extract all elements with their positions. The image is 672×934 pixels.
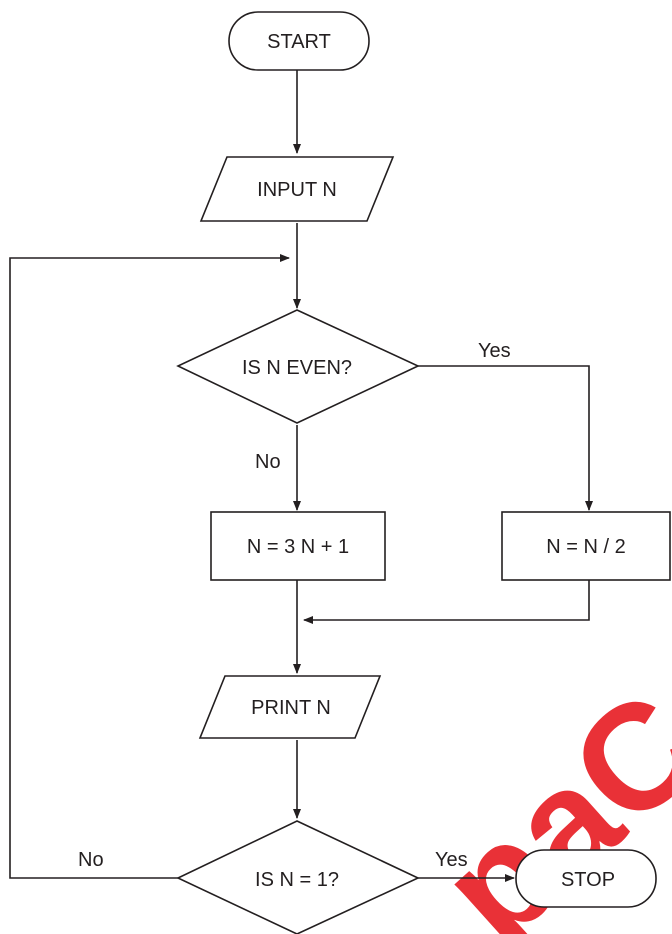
edge-label-even-yes: Yes: [478, 340, 511, 362]
process-odd: N = 3 N + 1: [210, 511, 386, 581]
connectors: [9, 70, 593, 882]
stop-label: STOP: [561, 869, 615, 891]
start-label: START: [267, 31, 331, 53]
edge-label-one-no: No: [78, 849, 104, 871]
decision-even-label: IS N EVEN?: [242, 357, 352, 379]
decision-one: IS N = 1?: [176, 820, 420, 934]
print-label: PRINT N: [251, 697, 331, 719]
process-odd-label: N = 3 N + 1: [247, 536, 349, 558]
input-parallelogram: INPUT N: [199, 156, 395, 222]
print-parallelogram: PRINT N: [198, 675, 382, 739]
edge-one-no-loop: [9, 254, 290, 879]
edge-label-even-no: No: [255, 451, 281, 473]
edge-label-one-yes: Yes: [435, 849, 468, 871]
decision-one-label: IS N = 1?: [255, 869, 339, 891]
process-even-label: N = N / 2: [546, 536, 625, 558]
process-even: N = N / 2: [501, 511, 671, 581]
stop-terminator: STOP: [515, 849, 657, 908]
edge-even-yes: [418, 365, 593, 511]
input-label: INPUT N: [257, 179, 337, 201]
start-terminator: START: [228, 11, 370, 71]
decision-even: IS N EVEN?: [176, 309, 420, 424]
edge-even-merge: [303, 580, 590, 624]
